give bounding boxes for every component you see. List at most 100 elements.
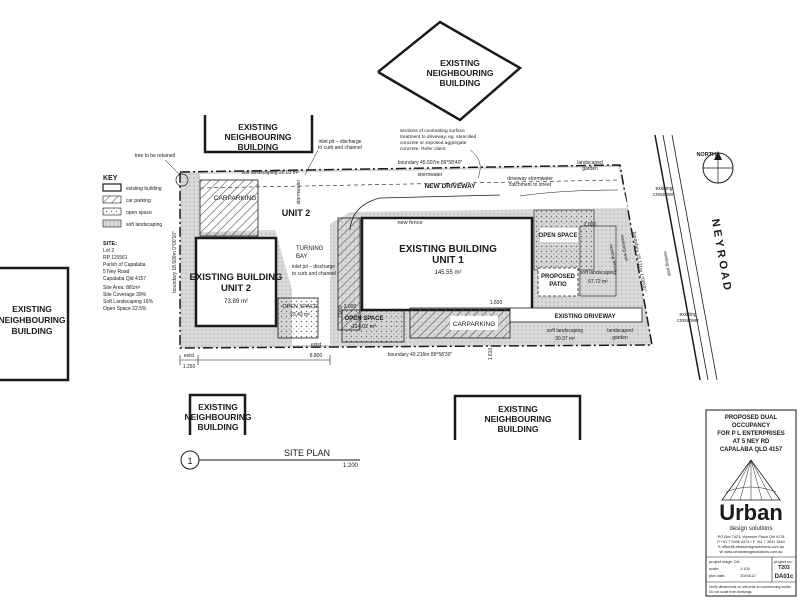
neighbour-top-right: EXISTING NEIGHBOURING BUILDING	[377, 20, 523, 122]
site-info: SITE: Lot 2 RP 115561 Parish of Capalaba…	[103, 241, 154, 312]
key-swatch-open-space	[102, 207, 122, 216]
unit1-name-line-2: UNIT 1	[432, 255, 464, 266]
existing-path-label: existing path	[663, 251, 672, 277]
existing-driveway: EXISTING DRIVEWAY	[509, 307, 643, 323]
neighbour-bottom-left-line-2: NEIGHBOURING	[184, 412, 251, 422]
crossover-top-line-1: existing	[656, 186, 673, 192]
soft-landscaping-right: soft landscaping 67.72 m²	[579, 225, 617, 297]
soft-landscaping-bottom-area: 30.37 m²	[555, 336, 575, 342]
project-line-4: AT 5 NEY RD	[733, 439, 770, 445]
landscaped-garden-line-2: garden	[582, 166, 598, 172]
boundary-top-label: boundary 45.607m 89°58'40"	[398, 160, 463, 166]
unit1-carparking: CARPARKING	[409, 307, 511, 339]
neighbour-bottom-right-line-2: NEIGHBOURING	[484, 414, 551, 424]
project-line-5: CAPALABA QLD 4157	[720, 447, 783, 453]
neighbour-top-left: EXISTING NEIGHBOURING BUILDING	[203, 115, 314, 154]
site-info-9: Soft Landscaping 16%	[103, 299, 154, 305]
unit1-open-space-right-label: OPEN SPACE	[539, 233, 578, 239]
crossover-top-line-2: crossover	[653, 192, 675, 198]
dim-8800: 8.800	[310, 353, 323, 359]
unit1-area: 145.55 m²	[434, 270, 461, 276]
neighbour-top-left-line-2: NEIGHBOURING	[224, 132, 291, 142]
dim-1610: 1.610	[488, 348, 494, 361]
unit1-carparking-label: CARPARKING	[453, 321, 496, 328]
logo-subtitle: design solutions	[729, 526, 772, 532]
soft-landscaping-bottom-label: soft landscaping	[547, 328, 583, 334]
existing-fence-label: existing fence	[609, 244, 619, 272]
boundary-bottom-label: boundary 49.216m 89°58'30"	[388, 352, 453, 358]
north-arrow: NORTH	[696, 151, 734, 184]
landscaped-garden-bottom-line-1: landscaped	[607, 328, 633, 334]
key-title: KEY	[103, 175, 118, 182]
neighbour-bottom-left: EXISTING NEIGHBOURING BUILDING	[184, 393, 252, 435]
site-info-7: Site Area: 881m²	[103, 285, 141, 291]
project-no-label: project no:	[774, 559, 793, 564]
boundary-left-label: boundary 18.509m 0°00'10"	[172, 231, 178, 293]
unit2-open-space: OPEN SPACE 23.43 m²	[277, 297, 319, 339]
unit1-open-space-left-area: 114.02 m²	[352, 324, 377, 330]
site-plan-name: SITE PLAN	[284, 448, 330, 458]
key-item-1: existing building	[126, 186, 162, 192]
inlet-pit-top-line-1: inlet pit – discharge	[318, 139, 361, 145]
contact-line-2: P +61 7 3396 4474 • F +61 7 3041 3344	[717, 540, 785, 544]
contact-line-1: PO Box 7423, Wynnum Plaza Qld 4178	[718, 535, 785, 539]
neighbour-left: EXISTING NEIGHBOURING BUILDING	[0, 266, 70, 382]
project-stage-label: project stage: DA	[709, 559, 740, 564]
scale-label: scale:	[709, 566, 719, 571]
sections-line-2: treatment to driveway. eg. stencilled	[400, 134, 476, 140]
neighbour-bottom-left-line-3: BUILDING	[197, 422, 238, 432]
road-label: N E Y R O A D	[709, 218, 733, 291]
key-item-2: car parking	[126, 198, 151, 204]
unit2-carparking-label: CARPARKING	[214, 195, 257, 202]
neighbour-top-left-line-3: BUILDING	[237, 142, 278, 152]
inlet-pit-mid-line-2: to curb and channel	[292, 271, 336, 277]
inlet-pit-mid-line-1: inlet pit – discharge	[292, 264, 335, 270]
unit2-open-space-label: OPEN SPACE	[282, 304, 318, 310]
unit1-name-line-1: EXISTING BUILDING	[399, 244, 497, 255]
project-line-1: PROPOSED DUAL	[725, 415, 778, 421]
new-driveway-label: NEW DRIVEWAY	[424, 183, 476, 190]
soft-landscaping-bottom: soft landscaping 30.37 m² landscaped gar…	[547, 328, 633, 342]
turning-bay-line-1: TURNING	[296, 246, 324, 252]
crossover-bottom-line-1: existing	[680, 312, 697, 318]
neighbour-bottom-right: EXISTING NEIGHBOURING BUILDING	[453, 394, 582, 440]
dimensions: exist 1.250 exist 8.800 2.000 2.000 1.60…	[179, 222, 597, 370]
unit1-open-space-left: OPEN SPACE 114.02 m²	[341, 309, 405, 343]
site-plan-title: 1 SITE PLAN 1:200	[180, 448, 360, 470]
site-info-2: RP 115561	[103, 255, 128, 261]
project-no: T203	[778, 565, 790, 571]
dim-exist-mid: exist	[311, 342, 322, 348]
site-info-8: Site Coverage 39%	[103, 292, 147, 298]
sections-line-4: concrete. Refer client.	[400, 146, 447, 152]
soft-landscaping-right-label: soft landscaping	[580, 270, 616, 276]
north-label: NORTH	[696, 152, 716, 158]
tree-icon	[175, 173, 189, 187]
neighbour-top-right-line-3: BUILDING	[439, 78, 480, 88]
key-item-4: soft landscaping	[126, 222, 162, 228]
unit2-building: EXISTING BUILDING UNIT 2 73.89 m²	[190, 236, 282, 328]
unit2-heading: UNIT 2	[282, 208, 311, 218]
key-swatch-existing-building	[102, 183, 122, 192]
contact-line-4: W www.urbandesignsolutions.com.au	[719, 550, 782, 554]
dim-2000-b: 2.000	[584, 222, 597, 228]
driveway-stormwater-line-2: catchment to street	[509, 182, 552, 188]
sections-line-1: sections of contrasting surface	[400, 128, 465, 134]
proposed-patio: PROPOSED PATIO	[537, 267, 579, 297]
existing-driveway-label: EXISTING DRIVEWAY	[554, 314, 615, 320]
neighbour-top-right-line-2: NEIGHBOURING	[426, 68, 493, 78]
title-block: PROPOSED DUAL OCCUPANCY FOR P L ENTERPRI…	[705, 409, 797, 597]
sections-line-3: concrete or exposed aggregate	[400, 140, 467, 146]
soft-landscaping-top-label: soft landscaping 26.03 m²	[241, 170, 299, 176]
turning-bay-line-2: BAY	[296, 254, 308, 260]
site-plan-number: 1	[187, 456, 192, 466]
site-info-10: Open Space 22.5%	[103, 306, 147, 312]
inlet-pit-top-line-2: to curb and channel	[318, 145, 362, 151]
footer-line-1: Verify dimensions on site prior to comme…	[709, 585, 792, 589]
footer-line-2: Do not scale from drawings.	[709, 590, 752, 594]
key-swatch-car-parking	[102, 195, 122, 204]
urban-logo-icon	[721, 459, 781, 501]
project-line-2: OCCUPANCY	[732, 423, 770, 429]
date-value: 20/04/12	[740, 573, 756, 578]
dim-2000-c: 2.000	[338, 306, 344, 319]
